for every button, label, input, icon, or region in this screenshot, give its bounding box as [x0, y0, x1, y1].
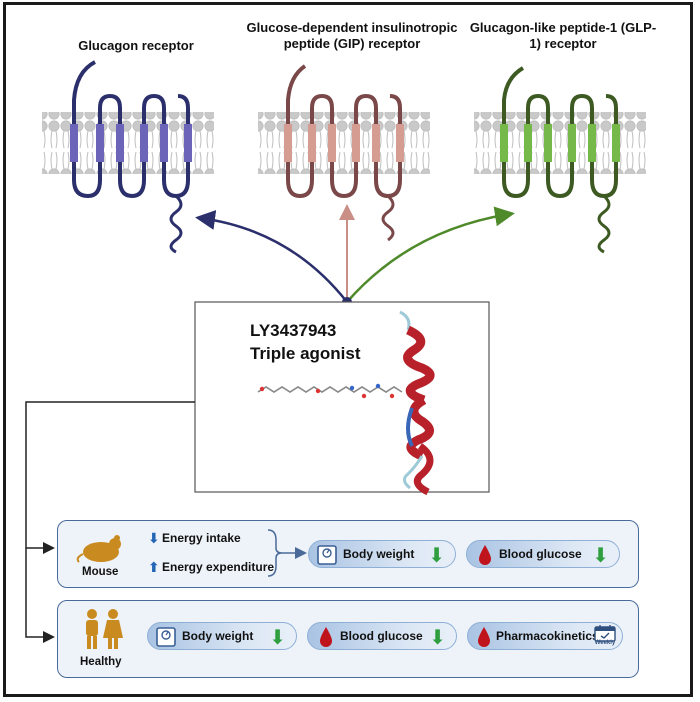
glp1-receptor-protein: [500, 66, 620, 254]
glp1-receptor-title: Glucagon-like peptide-1 (GLP-1) receptor: [469, 20, 657, 51]
calendar-weekly-icon: Weekly: [594, 624, 616, 648]
healthy-body-weight-pill: Body weight ⬇: [147, 622, 297, 650]
weekly-label: Weekly: [594, 640, 616, 646]
brace-arrow: [267, 529, 307, 577]
blood-drop-icon: [320, 627, 332, 647]
down-arrow-icon: ⬇: [269, 627, 286, 649]
drug-box: [194, 301, 490, 493]
gip-receptor-protein: [284, 64, 404, 242]
mouse-body-weight-label: Body weight: [343, 547, 415, 561]
energy-intake-label: Energy intake: [162, 531, 241, 545]
lipid-chain: [257, 383, 403, 399]
drug-description: Triple agonist: [250, 344, 361, 363]
gip-receptor-title: Glucose-dependent insulinotropic peptide…: [246, 20, 458, 51]
down-arrow-icon: ⬇: [429, 627, 446, 649]
glucagon-receptor-title: Glucagon receptor: [78, 38, 194, 53]
membrane-glp1: [474, 112, 646, 174]
healthy-body-weight-label: Body weight: [182, 629, 254, 643]
mouse-body-weight-pill: Body weight ⬇: [308, 540, 456, 568]
people-icon: [86, 609, 123, 649]
pharmacokinetics-label: Pharmacokinetics: [496, 629, 599, 643]
drug-name: LY3437943: [250, 321, 337, 340]
healthy-blood-glucose-label: Blood glucose: [340, 629, 423, 643]
healthy-label: Healthy: [80, 656, 122, 668]
down-arrow-icon: ⬇: [428, 545, 445, 567]
glucagon-receptor-protein: [70, 60, 192, 254]
down-arrow-intake-icon: ⬇: [148, 530, 160, 546]
blood-drop-icon: [478, 627, 490, 647]
scale-icon: [156, 627, 176, 647]
figure-frame: [3, 2, 693, 697]
up-arrow-expenditure-icon: ⬆: [148, 559, 160, 575]
connector-to-mouse: [25, 401, 195, 554]
mouse-label: Mouse: [82, 566, 119, 578]
down-arrow-icon: ⬇: [592, 545, 609, 567]
peptide-helix: [399, 310, 435, 496]
healthy-pharmacokinetics-pill: Pharmacokinetics Weekly: [467, 622, 623, 650]
arrow-to-glp1: [346, 206, 515, 303]
mouse-icon: [76, 535, 121, 563]
connector-to-healthy: [25, 548, 55, 643]
arrow-to-glucagon: [195, 210, 348, 303]
healthy-blood-glucose-pill: Blood glucose ⬇: [307, 622, 457, 650]
mouse-blood-glucose-label: Blood glucose: [499, 547, 582, 561]
membrane-gip: [258, 112, 430, 174]
blood-drop-icon: [479, 545, 491, 565]
energy-expenditure-label: Energy expenditure: [162, 560, 275, 574]
scale-icon: [317, 545, 337, 565]
mouse-blood-glucose-pill: Blood glucose ⬇: [466, 540, 620, 568]
